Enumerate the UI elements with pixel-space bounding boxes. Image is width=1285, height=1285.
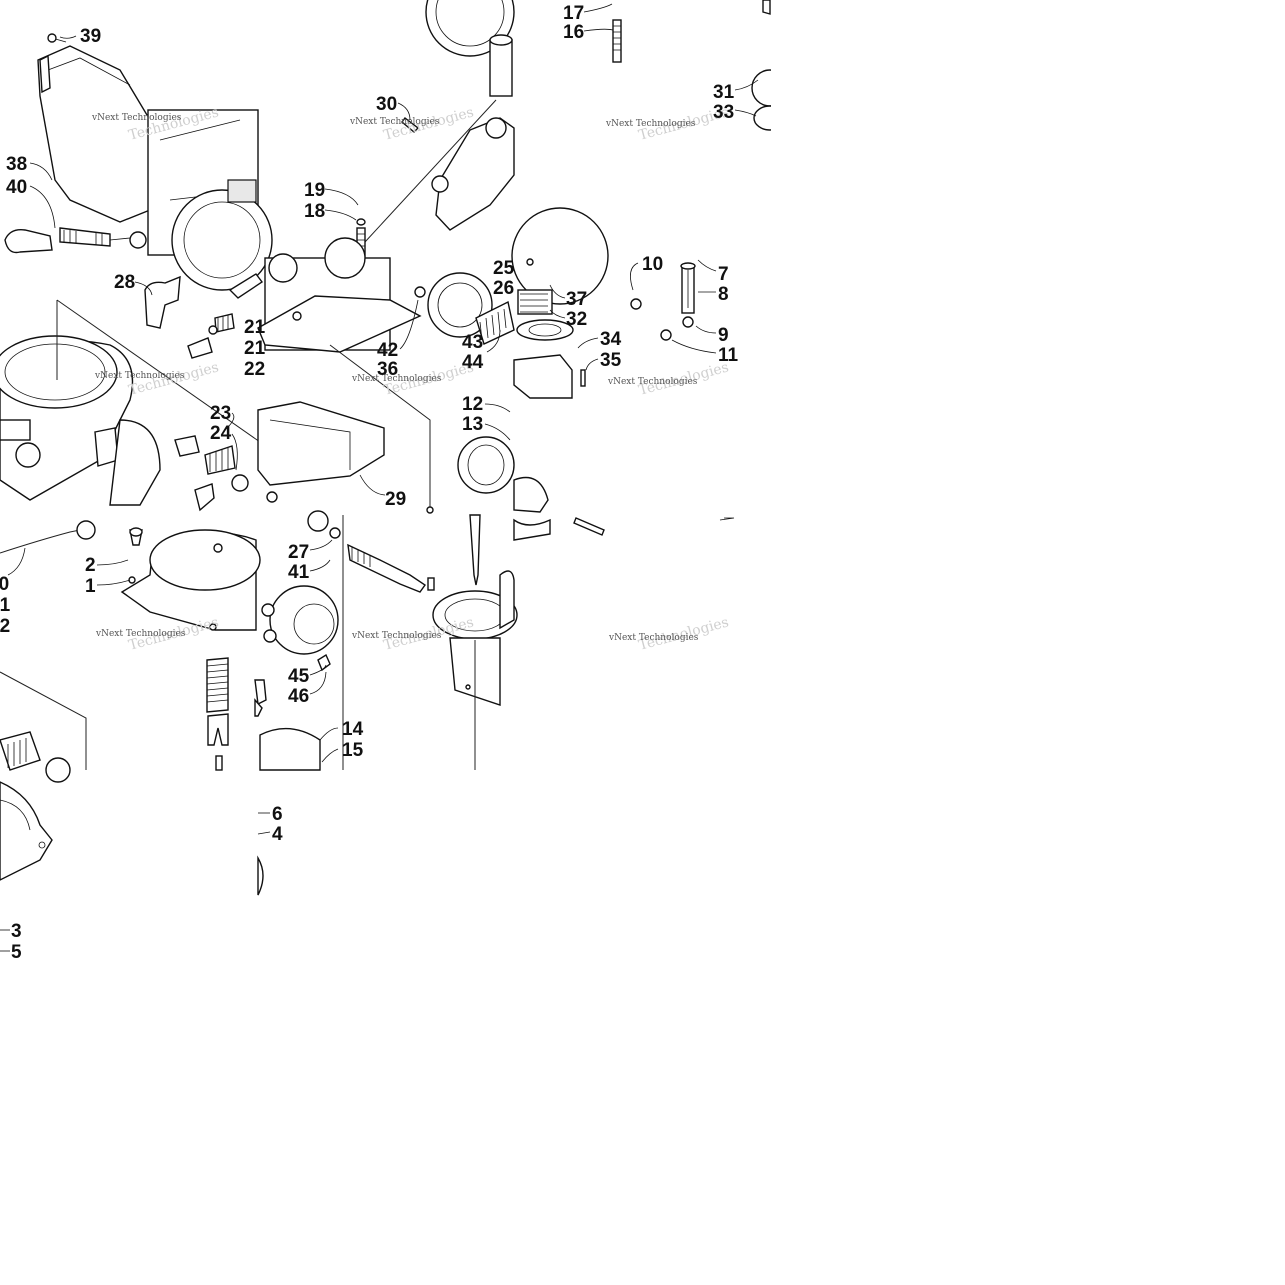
watermark-text: vNext Technologies: [91, 113, 182, 123]
callout-15: 15: [342, 740, 364, 761]
callout-10: 10: [642, 254, 663, 275]
callout-21c: 21: [0, 595, 11, 616]
callout-4: 4: [272, 824, 283, 845]
watermark-text: vNext Technologies: [351, 374, 442, 384]
callout-numbers: 39 38 40 30 19 18 17 16 31 33 28 21 21 2…: [0, 3, 739, 963]
callout-22b: 22: [0, 616, 10, 637]
watermark-text: vNext Technologies: [605, 119, 696, 129]
callout-24: 24: [210, 423, 232, 444]
callout-13: 13: [462, 414, 483, 435]
tile-top-cover: [0, 520, 267, 783]
tile-bowl-bottom: [0, 781, 264, 896]
callout-5: 5: [11, 942, 22, 963]
callout-6: 6: [272, 804, 283, 825]
callout-41: 41: [288, 562, 310, 583]
callout-33: 33: [713, 102, 734, 123]
callout-23: 23: [210, 403, 231, 424]
callout-19: 19: [304, 180, 325, 201]
callout-2: 2: [85, 555, 96, 576]
watermark-text: vNext Technologies: [95, 629, 186, 639]
callout-14: 14: [342, 719, 364, 740]
callout-38: 38: [6, 154, 27, 175]
callout-35: 35: [600, 350, 622, 371]
watermark-text: vNext Technologies: [94, 371, 185, 381]
callout-1: 1: [85, 576, 96, 597]
watermark-text: vNext Technologies: [607, 377, 698, 387]
callout-39: 39: [80, 26, 101, 47]
callout-26: 26: [493, 278, 514, 299]
tile-carb-body: [0, 273, 301, 512]
callout-25: 25: [493, 258, 515, 279]
callout-44: 44: [462, 352, 484, 373]
leader-lines: [0, 3, 759, 952]
tile-pilot-screw: [259, 510, 518, 771]
callout-31: 31: [713, 82, 735, 103]
callout-29: 29: [385, 489, 406, 510]
callout-43: 43: [462, 332, 483, 353]
callout-36: 36: [377, 359, 398, 380]
callout-8: 8: [718, 284, 729, 305]
watermark-text: vNext Technologies: [351, 631, 442, 641]
callout-17: 17: [563, 3, 584, 24]
callout-3: 3: [11, 921, 22, 942]
callout-34: 34: [600, 329, 622, 350]
tile-bowl-gasket: [257, 237, 515, 514]
callout-11: 11: [718, 345, 739, 366]
watermark-text: vNext Technologies: [608, 633, 699, 643]
callout-16: 16: [563, 22, 584, 43]
callout-12: 12: [462, 394, 483, 415]
callout-21: 21: [244, 317, 266, 338]
callout-7: 7: [718, 264, 729, 285]
callout-9: 9: [718, 325, 729, 346]
callout-21b: 21: [244, 338, 266, 359]
tile-choke-cover: [4, 33, 273, 291]
callout-28: 28: [114, 272, 135, 293]
callout-27: 27: [288, 542, 309, 563]
tile-float-assembly: [356, 0, 515, 257]
callout-37: 37: [566, 289, 587, 310]
callout-30: 30: [376, 94, 397, 115]
callout-20: 20: [0, 574, 9, 595]
callout-40: 40: [6, 177, 27, 198]
callout-46: 46: [288, 686, 309, 707]
callout-32: 32: [566, 309, 587, 330]
callout-45: 45: [288, 666, 310, 687]
callout-22: 22: [244, 359, 265, 380]
callout-18: 18: [304, 201, 325, 222]
tile-diaphragm: [511, 207, 696, 513]
tile-pin: [513, 517, 735, 541]
callout-42: 42: [377, 340, 398, 361]
watermark-text: vNext Technologies: [349, 117, 440, 127]
